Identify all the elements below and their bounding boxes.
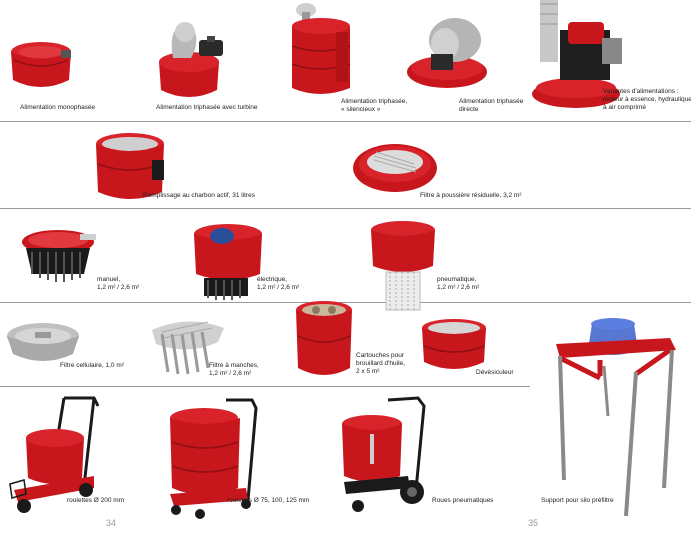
- label-cartouches: Cartouches pour brouillard d'huile, 2 x …: [356, 352, 405, 375]
- chariot-roues-pneumatiques-illustration: [338, 394, 432, 518]
- variantes-engine-illustration: [530, 0, 626, 110]
- decolmatage-electrique-illustration: [192, 222, 264, 300]
- label-triphase-turbine: Alimentation triphasée avec turbine: [156, 104, 258, 111]
- label-filtre-poussiere: Filtre à poussière résiduelle, 3,2 m²: [420, 192, 522, 199]
- row-separator-4: [0, 386, 530, 387]
- label-triphase-directe: Alimentation triphasée directe: [459, 98, 524, 113]
- decolmatage-pneumatique-illustration: [370, 220, 436, 312]
- filtre-poussiere-illustration: [352, 140, 438, 196]
- decolmatage-manuel-illustration: [20, 226, 98, 296]
- label-roulettes-200: roulettes Ø 200 mm: [67, 497, 125, 504]
- label-variantes: Variantes d'alimentations : moteur à ess…: [603, 88, 691, 111]
- page-number-right: 35: [528, 518, 539, 528]
- page-number-left: 34: [106, 518, 117, 528]
- label-manuel: manuel, 1,2 m² / 2,6 m²: [97, 276, 140, 291]
- monophase-unit-illustration: [6, 38, 76, 94]
- cartouches-illustration: [294, 300, 354, 380]
- label-monophase: Alimentation monophasée: [20, 104, 96, 111]
- row-separator-2: [0, 208, 691, 209]
- support-silo-illustration: [540, 316, 686, 524]
- charbon-actif-illustration: [94, 130, 166, 204]
- label-roulettes-multi: roulettes Ø 75, 100, 125 mm: [227, 497, 310, 504]
- label-pneumatique: pneumatique, 1,2 m² / 2,6 m²: [437, 276, 480, 291]
- label-electrique: électrique, 1,2 m² / 2,6 m²: [257, 276, 300, 291]
- triphase-turbine-illustration: [155, 18, 235, 102]
- filtre-manches-illustration: [148, 312, 226, 376]
- triphase-silencieux-illustration: [288, 2, 356, 100]
- chariot-roulettes-multi-illustration: [166, 396, 262, 522]
- devesiculeur-illustration: [420, 318, 488, 376]
- row-separator-3: [0, 302, 691, 303]
- label-charbon: Remplissage au charbon actif, 31 litres: [143, 192, 256, 199]
- label-cellulaire: Filtre cellulaire, 1,0 m²: [60, 362, 124, 369]
- filtre-cellulaire-illustration: [5, 320, 81, 368]
- label-devesiculeur: Dévésiculeur: [476, 369, 514, 376]
- label-roues-pneu: Roues pneumatiques: [432, 497, 494, 504]
- label-manches: Filtre à manches, 1,2 m² / 2,6 m²: [209, 362, 259, 377]
- chariot-roulettes-200-illustration: [6, 394, 102, 518]
- triphase-directe-illustration: [405, 14, 491, 92]
- label-triphase-silencieux: Alimentation triphasée, « silencieux »: [341, 98, 408, 113]
- row-separator-1: [0, 121, 691, 122]
- label-support-silo: Support pour silo préfiltre: [541, 497, 614, 504]
